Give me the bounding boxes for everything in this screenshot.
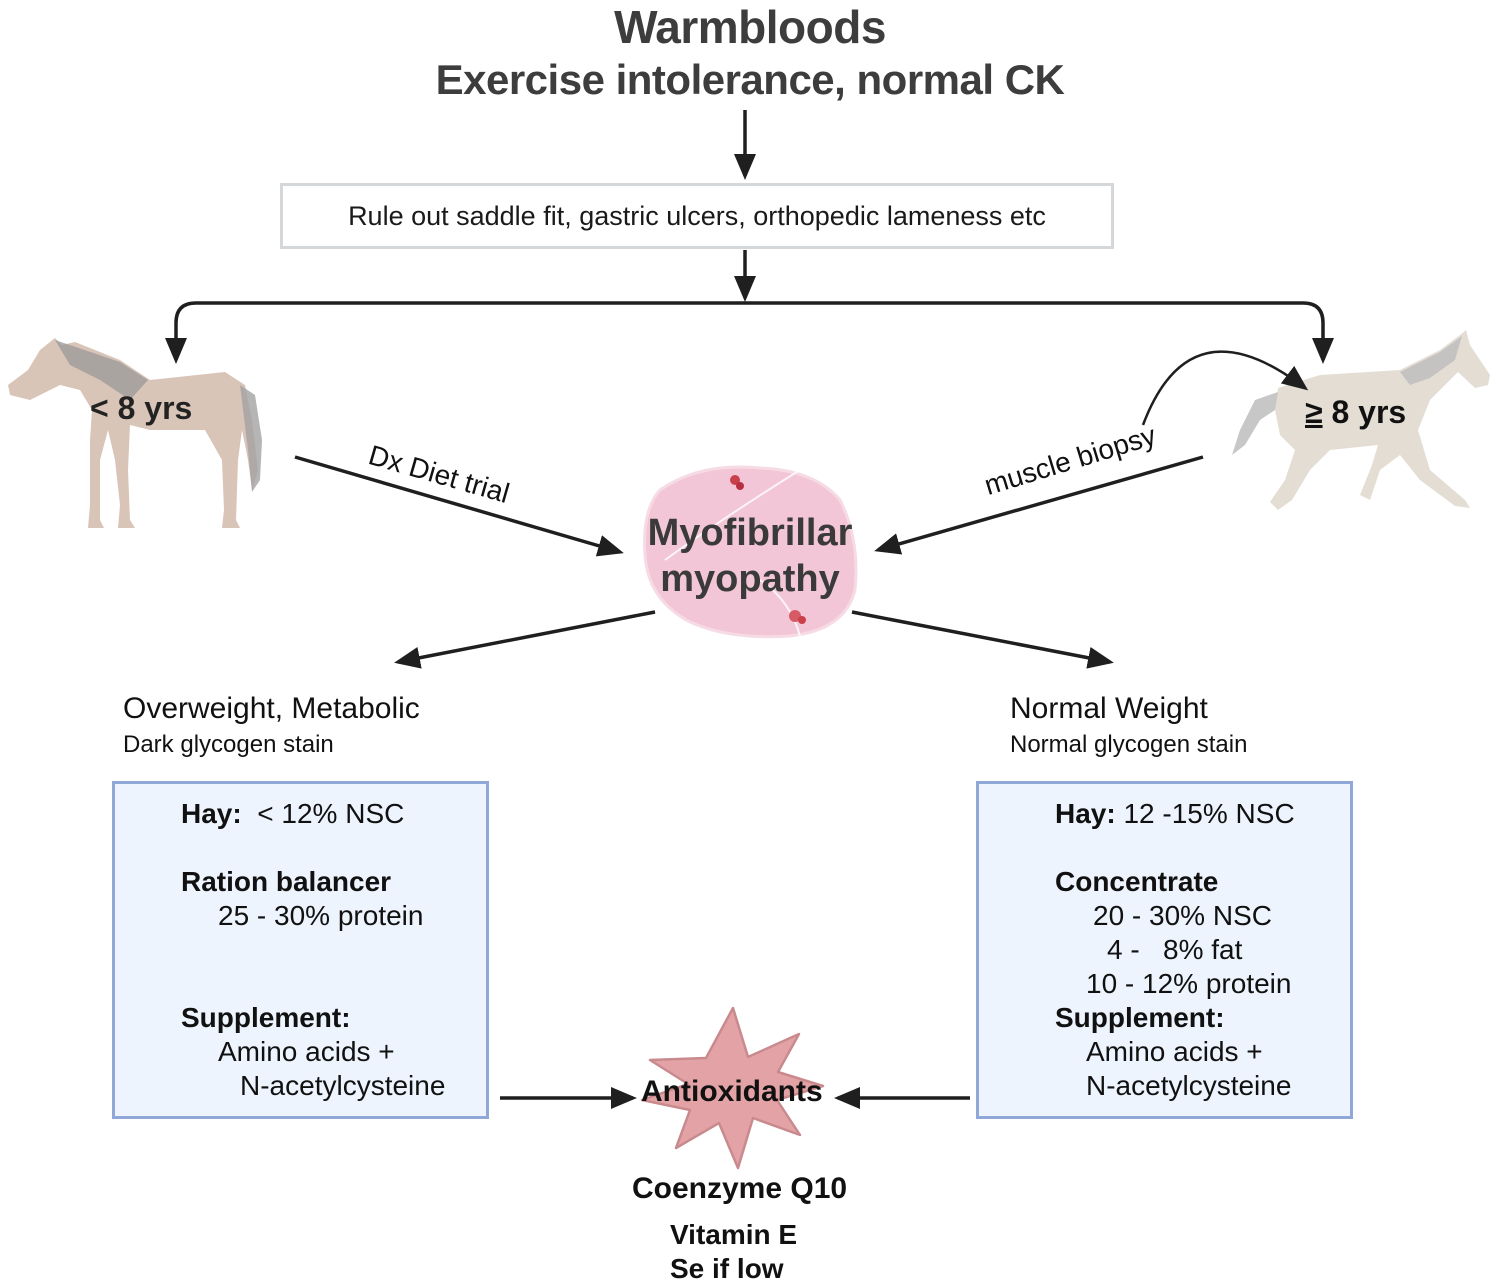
old-age-prefix: ≥ <box>1305 394 1323 430</box>
antioxidants-label: Antioxidants <box>641 1075 823 1108</box>
diagnosis-label: Myofibrillar myopathy <box>600 510 900 602</box>
muscle-tissue-icon <box>643 465 858 639</box>
antioxidant-item-vitamin-e: Vitamin E <box>670 1219 798 1250</box>
right-diet-box: Hay: 12 -15% NSC Concentrate 20 - 30% NS… <box>976 781 1353 1119</box>
arrow-myopathy-to-overweight <box>394 610 656 669</box>
left-category-title: Overweight, Metabolic <box>123 692 420 725</box>
old-age-label: ≥ 8 yrs <box>1305 394 1406 431</box>
rule-out-text: Rule out saddle fit, gastric ulcers, ort… <box>348 200 1046 231</box>
diagram-title: Warmbloods <box>614 1 886 53</box>
right-category-subtitle: Normal glycogen stain <box>1010 731 1248 758</box>
right-concentrate-value-3: 10 - 12% protein <box>1086 968 1292 999</box>
left-supplement-label: Supplement: <box>181 1002 351 1033</box>
left-ration-label: Ration balancer <box>181 866 392 897</box>
left-hay-value: < 12% NSC <box>257 798 405 829</box>
right-concentrate-value-2: 4 - 8% fat <box>1107 934 1243 965</box>
left-supplement-value-2: N-acetylcysteine <box>240 1070 446 1101</box>
left-category-subtitle: Dark glycogen stain <box>123 731 334 758</box>
left-supplement-value-1: Amino acids + <box>218 1036 395 1067</box>
standing-horse-icon <box>8 338 262 528</box>
young-age-label: < 8 yrs <box>90 390 192 427</box>
right-hay-label: Hay: <box>1055 798 1116 829</box>
young-age-prefix: < <box>90 390 109 426</box>
arrow-young-to-myopathy <box>294 455 624 557</box>
arrow-old-to-myopathy <box>874 455 1204 555</box>
arrow-myopathy-to-normal <box>851 610 1114 669</box>
right-hay-value: 12 -15% NSC <box>1123 798 1295 829</box>
old-age-value: 8 yrs <box>1331 394 1407 430</box>
rule-out-box: Rule out saddle fit, gastric ulcers, ort… <box>280 183 1114 249</box>
arrow-biopsy-curve <box>1141 350 1309 426</box>
left-hay-label: Hay: <box>181 798 242 829</box>
young-age-value: 8 yrs <box>117 390 193 426</box>
right-supplement-label: Supplement: <box>1055 1002 1225 1033</box>
right-supplement-value-2: N-acetylcysteine <box>1086 1070 1292 1101</box>
right-supplement-value-1: Amino acids + <box>1086 1036 1263 1067</box>
arrow-split-right <box>745 301 1334 364</box>
diagram-subtitle: Exercise intolerance, normal CK <box>435 56 1065 103</box>
left-diet-box: Hay: < 12% NSC Ration balancer 25 - 30% … <box>112 781 489 1119</box>
trotting-horse-icon <box>1232 330 1490 510</box>
antioxidant-item-coq10: Coenzyme Q10 <box>632 1172 848 1205</box>
right-concentrate-label: Concentrate <box>1055 866 1219 897</box>
right-hay-row: Hay: 12 -15% NSC <box>1055 798 1295 830</box>
left-ration-value: 25 - 30% protein <box>218 900 424 931</box>
starburst-icon <box>640 1006 825 1170</box>
antioxidant-item-selenium: Se if low <box>670 1253 784 1284</box>
right-category-title: Normal Weight <box>1010 692 1208 725</box>
diagnosis-line1: Myofibrillar <box>647 512 853 554</box>
left-hay-row: Hay: < 12% NSC <box>181 798 404 830</box>
diagnosis-line2: myopathy <box>660 558 840 600</box>
right-concentrate-value-1: 20 - 30% NSC <box>1093 900 1272 931</box>
arrow-split-left <box>165 301 745 364</box>
